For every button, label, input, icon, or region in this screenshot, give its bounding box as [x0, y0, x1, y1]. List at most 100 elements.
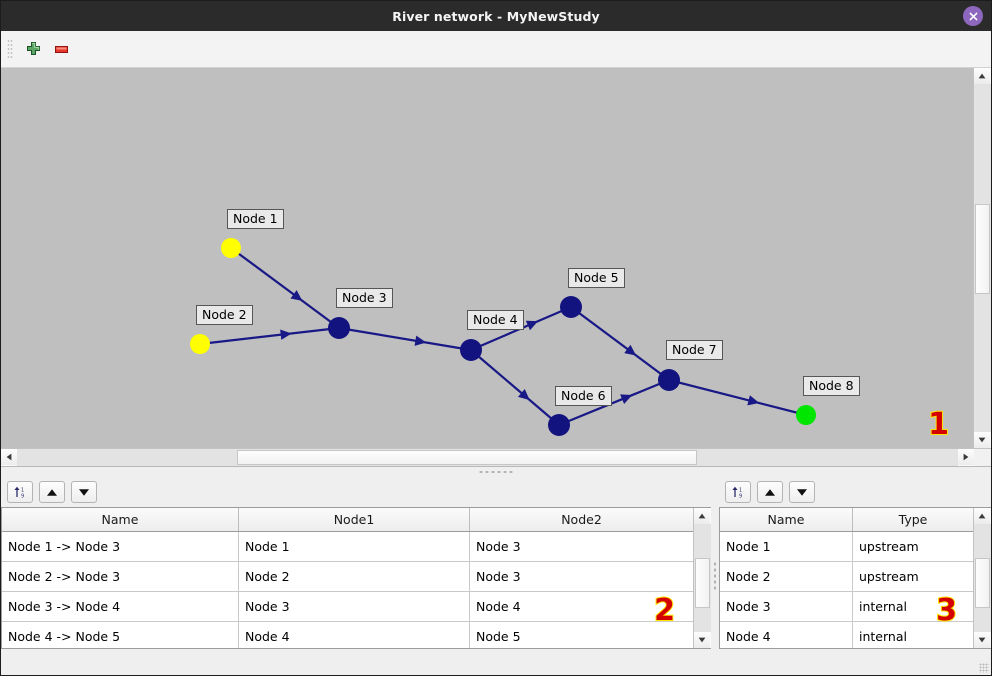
reaches-move-up-button[interactable] — [39, 481, 65, 503]
node-label-node3[interactable]: Node 3 — [336, 288, 393, 308]
tables-area: 1 9 — [1, 477, 991, 675]
nodes-move-down-button[interactable] — [789, 481, 815, 503]
node-label-node5[interactable]: Node 5 — [568, 268, 625, 288]
edge-Node1-Node3[interactable] — [230, 247, 340, 329]
cell-name[interactable]: Node 4 — [720, 621, 853, 648]
cell-node2[interactable]: Node 3 — [469, 531, 693, 562]
node-label-node7[interactable]: Node 7 — [666, 340, 723, 360]
canvas-vertical-scrollbar[interactable] — [973, 68, 991, 448]
cell-name[interactable]: Node 2 — [720, 561, 853, 592]
svg-text:9: 9 — [739, 494, 742, 499]
cell-node2[interactable]: Node 5 — [469, 621, 693, 648]
graph-node-node2[interactable] — [190, 334, 210, 354]
node-label-node2[interactable]: Node 2 — [196, 305, 253, 325]
graph-node-node7[interactable] — [658, 369, 680, 391]
cell-node1[interactable]: Node 2 — [238, 561, 470, 592]
graph-node-node5[interactable] — [560, 296, 582, 318]
toolbar-drag-handle[interactable] — [7, 39, 13, 59]
reaches-sort-button[interactable]: 1 9 — [7, 481, 33, 503]
graph-node-node3[interactable] — [328, 317, 350, 339]
canvas-horizontal-scrollbar[interactable] — [1, 448, 991, 466]
nodes-vscroll-thumb[interactable] — [975, 558, 990, 608]
reaches-vertical-scrollbar[interactable] — [693, 508, 711, 648]
cell-name[interactable]: Node 1 — [720, 531, 853, 562]
scroll-down-button[interactable] — [974, 432, 990, 448]
column-header-node2[interactable]: Node2 — [469, 508, 693, 532]
chevron-down-icon — [978, 637, 986, 643]
nodes-move-up-button[interactable] — [757, 481, 783, 503]
cell-name[interactable]: Node 2 -> Node 3 — [2, 561, 239, 592]
canvas-hscroll-track[interactable] — [17, 449, 958, 466]
reaches-vscroll-thumb[interactable] — [695, 558, 710, 608]
window-resize-grip[interactable] — [979, 663, 989, 673]
node-label-node8[interactable]: Node 8 — [803, 376, 860, 396]
nodes-vscroll-track[interactable] — [974, 524, 991, 632]
reaches-scroll-down-button[interactable] — [694, 632, 710, 648]
graph-node-node4[interactable] — [460, 339, 482, 361]
edge-Node4-Node6[interactable] — [470, 349, 560, 426]
graph-node-node8[interactable] — [796, 405, 816, 425]
column-header-name[interactable]: Name — [720, 508, 853, 532]
cell-node2[interactable]: Node 3 — [469, 561, 693, 592]
edge-Node5-Node7[interactable] — [570, 306, 670, 381]
horizontal-splitter[interactable] — [1, 466, 991, 477]
scroll-up-button[interactable] — [974, 68, 990, 84]
cell-name[interactable]: Node 3 -> Node 4 — [2, 591, 239, 622]
cell-type[interactable]: internal — [852, 621, 973, 648]
graph-node-node6[interactable] — [548, 414, 570, 436]
cell-node1[interactable]: Node 4 — [238, 621, 470, 648]
scroll-right-button[interactable] — [958, 449, 974, 465]
main-toolbar — [1, 31, 991, 68]
network-canvas[interactable]: Node 1 Node 2 Node 3 Node 4 Node 5 Node 6 Node… — [1, 68, 973, 448]
close-window-button[interactable] — [963, 6, 983, 26]
cell-node1[interactable]: Node 1 — [238, 531, 470, 562]
cell-name[interactable]: Node 1 -> Node 3 — [2, 531, 239, 562]
column-header-node1[interactable]: Node1 — [238, 508, 470, 532]
node-label-node1[interactable]: Node 1 — [227, 209, 284, 229]
cell-node1[interactable]: Node 3 — [238, 591, 470, 622]
edge-Node7-Node8[interactable] — [668, 378, 807, 417]
cell-type[interactable]: upstream — [852, 561, 973, 592]
node-label-node6[interactable]: Node 6 — [555, 386, 612, 406]
edge-Node3-Node4[interactable] — [338, 326, 472, 352]
reaches-vscroll-track[interactable] — [694, 524, 711, 632]
nodes-scroll-up-button[interactable] — [974, 508, 990, 524]
cell-name[interactable]: Node 4 -> Node 5 — [2, 621, 239, 648]
node-label-node4[interactable]: Node 4 — [467, 310, 524, 330]
reaches-scroll-up-button[interactable] — [694, 508, 710, 524]
cell-type[interactable]: upstream — [852, 531, 973, 562]
nodes-scroll-down-button[interactable] — [974, 632, 990, 648]
edge-Node6-Node7[interactable] — [558, 378, 670, 427]
cell-type[interactable]: internal — [852, 591, 973, 622]
cell-name[interactable]: Node 3 — [720, 591, 853, 622]
reaches-move-down-button[interactable] — [71, 481, 97, 503]
splitter-grip — [478, 470, 514, 474]
add-node-button[interactable] — [19, 36, 47, 62]
nodes-sort-button[interactable]: 1 9 — [725, 481, 751, 503]
cell-node2[interactable]: Node 4 — [469, 591, 693, 622]
column-header-name[interactable]: Name — [2, 508, 239, 532]
canvas-vscroll-thumb[interactable] — [975, 204, 990, 294]
canvas-hscroll-thumb[interactable] — [237, 450, 697, 465]
delete-node-button[interactable] — [47, 36, 75, 62]
scroll-left-button[interactable] — [1, 449, 17, 465]
column-header-type[interactable]: Type — [852, 508, 973, 532]
graph-node-node1[interactable] — [221, 238, 241, 258]
vertical-splitter[interactable] — [711, 477, 719, 675]
canvas-vscroll-track[interactable] — [974, 84, 991, 432]
reaches-pane-footer — [1, 649, 711, 675]
nodes-vertical-scrollbar[interactable] — [973, 508, 991, 648]
edge-Node2-Node3[interactable] — [199, 326, 340, 346]
